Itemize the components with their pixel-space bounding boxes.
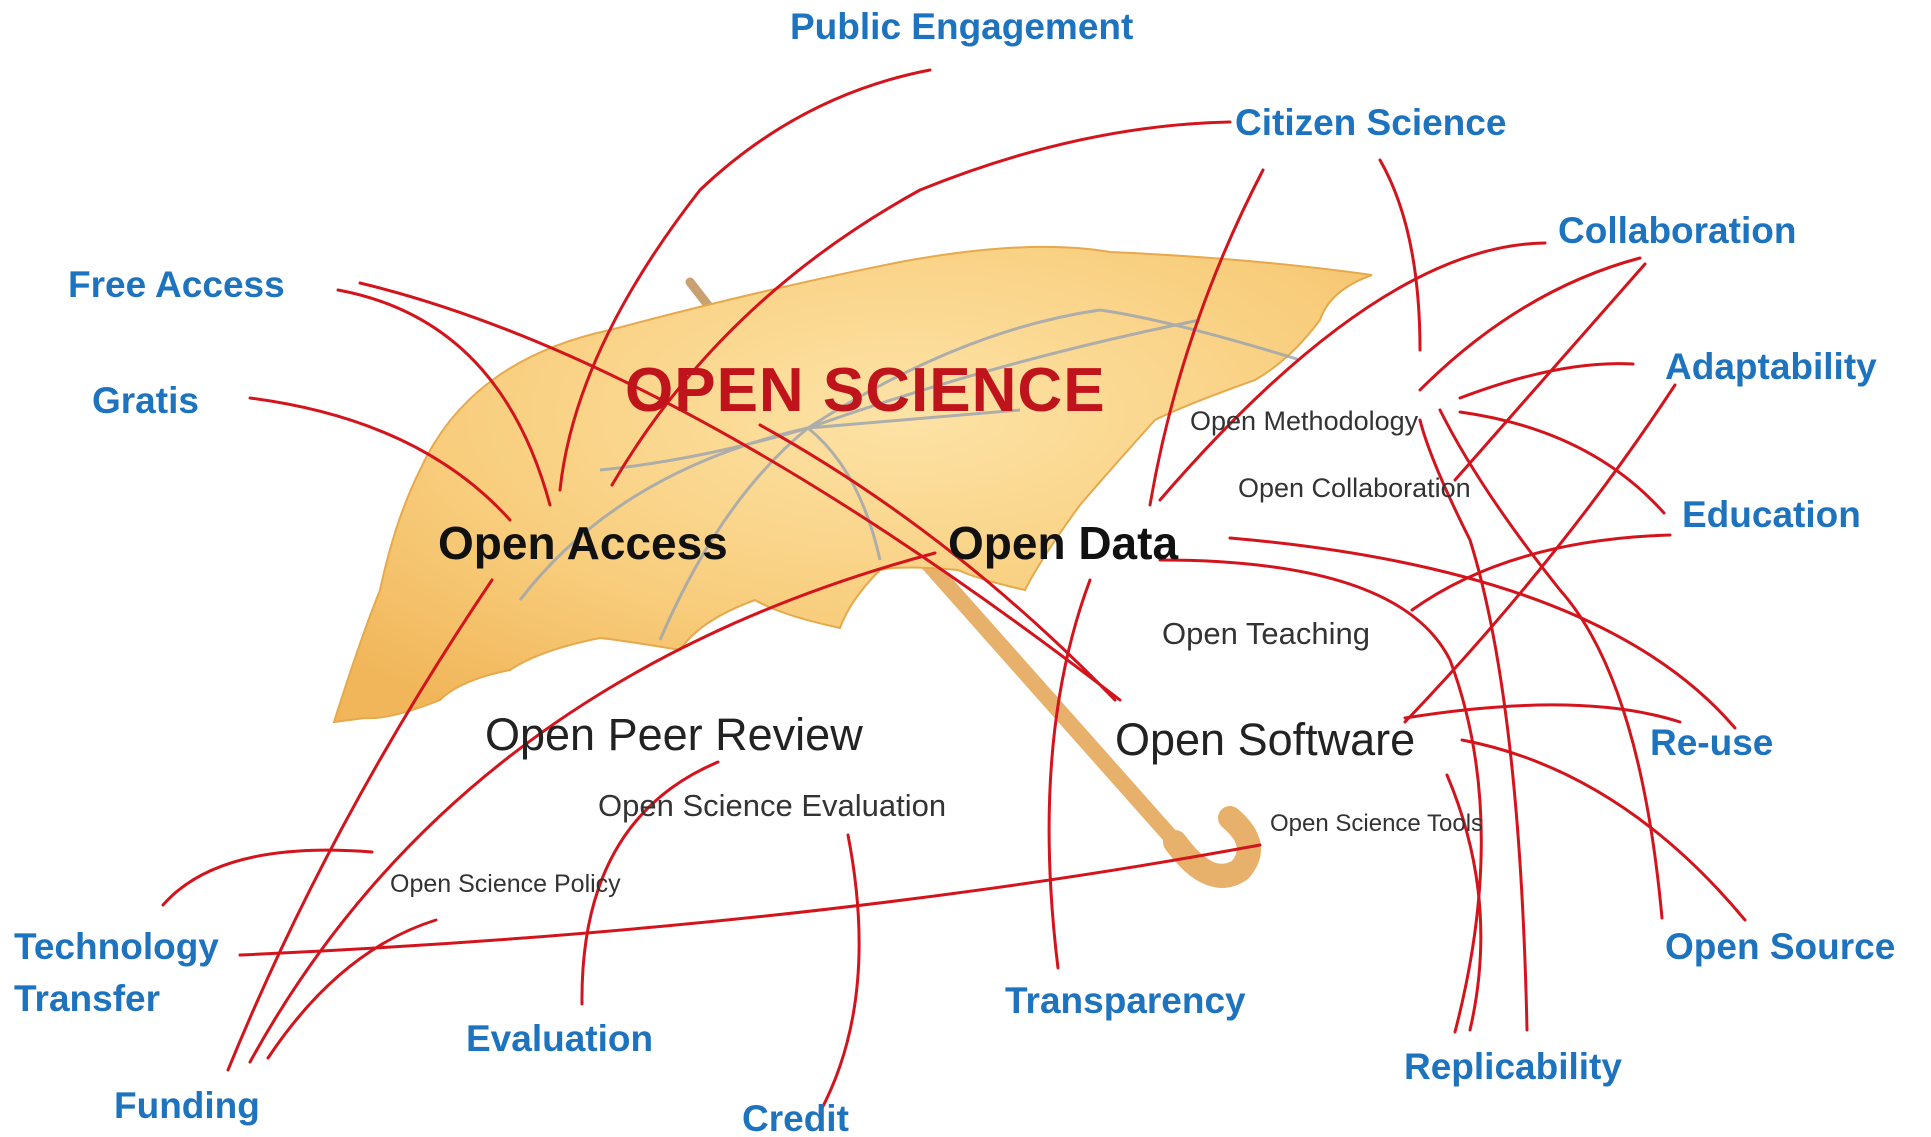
credit-label: Credit xyxy=(742,1098,849,1137)
funding-label: Funding xyxy=(114,1085,260,1126)
arrow-public-engagement xyxy=(558,68,932,492)
open-source-label: Open Source xyxy=(1665,926,1896,967)
open-software-label: Open Software xyxy=(1115,714,1416,765)
adaptability-label: Adaptability xyxy=(1665,346,1877,387)
open-teaching-label: Open Teaching xyxy=(1162,616,1370,651)
connector-arrows xyxy=(161,68,1747,1114)
arrow-citizen-science xyxy=(610,120,1232,487)
replicability-label: Replicability xyxy=(1404,1046,1622,1087)
diagram-title: OPEN SCIENCE xyxy=(625,356,1106,425)
arrow-gratis xyxy=(248,396,512,522)
umbrella-ribs xyxy=(518,308,1301,641)
open-data-label: Open Data xyxy=(948,517,1179,569)
open-peer-review-label: Open Peer Review xyxy=(485,709,863,760)
arrow-education-teaching xyxy=(1410,533,1672,612)
arrow-funding-data xyxy=(248,551,937,1064)
citizen-science-label: Citizen Science xyxy=(1235,102,1507,143)
arrow-collaboration xyxy=(1158,241,1547,502)
open-science-evaluation-label: Open Science Evaluation xyxy=(598,788,947,823)
arrow-replicability-software xyxy=(1445,773,1483,1032)
arrow-citizen-data xyxy=(1148,168,1265,507)
arrow-collaboration-collab xyxy=(1453,262,1647,482)
arrow-technology-tools xyxy=(238,843,1262,957)
arrow-reuse-data xyxy=(1228,536,1737,730)
arrow-reuse xyxy=(1403,703,1682,724)
arrow-adaptability-software xyxy=(1403,383,1677,724)
public-engagement-label: Public Engagement xyxy=(790,6,1134,47)
open-science-tools-label: Open Science Tools xyxy=(1270,810,1484,837)
arrow-credit xyxy=(818,833,861,1114)
arrow-technology xyxy=(161,848,374,907)
arrow-funding-policy xyxy=(266,918,438,1060)
transparency-label: Transparency xyxy=(1005,980,1246,1021)
arrow-transparency xyxy=(1047,578,1092,970)
arrow-open-source-software xyxy=(1460,738,1747,922)
evaluation-label: Evaluation xyxy=(466,1018,654,1059)
arrow-evaluation xyxy=(580,760,720,1006)
open-collaboration-label: Open Collaboration xyxy=(1238,473,1471,503)
arrow-citizen-method xyxy=(1378,158,1422,352)
arrow-free-access xyxy=(336,288,552,507)
open-access-label: Open Access xyxy=(438,517,728,569)
arrow-education xyxy=(1458,410,1666,515)
free-access-label: Free Access xyxy=(68,264,285,305)
arrow-replicability xyxy=(1158,558,1483,1034)
arrow-adaptability xyxy=(1458,362,1635,400)
re-use-label: Re-use xyxy=(1650,722,1774,763)
education-label: Education xyxy=(1682,494,1861,535)
open-science-policy-label: Open Science Policy xyxy=(390,870,621,898)
transfer-label: Transfer xyxy=(14,978,161,1019)
arrow-free-access-cross xyxy=(358,281,1122,702)
technology-label: Technology xyxy=(14,926,219,967)
open-methodology-label: Open Methodology xyxy=(1190,406,1419,436)
arrow-title-software xyxy=(758,423,1117,702)
arrow-collaboration-method xyxy=(1418,256,1642,392)
arrow-open-source xyxy=(1438,408,1664,920)
collaboration-label: Collaboration xyxy=(1558,210,1797,251)
arrow-funding-access xyxy=(226,578,494,1072)
gratis-label: Gratis xyxy=(92,380,199,421)
arrow-replicability-method xyxy=(1418,418,1529,1032)
